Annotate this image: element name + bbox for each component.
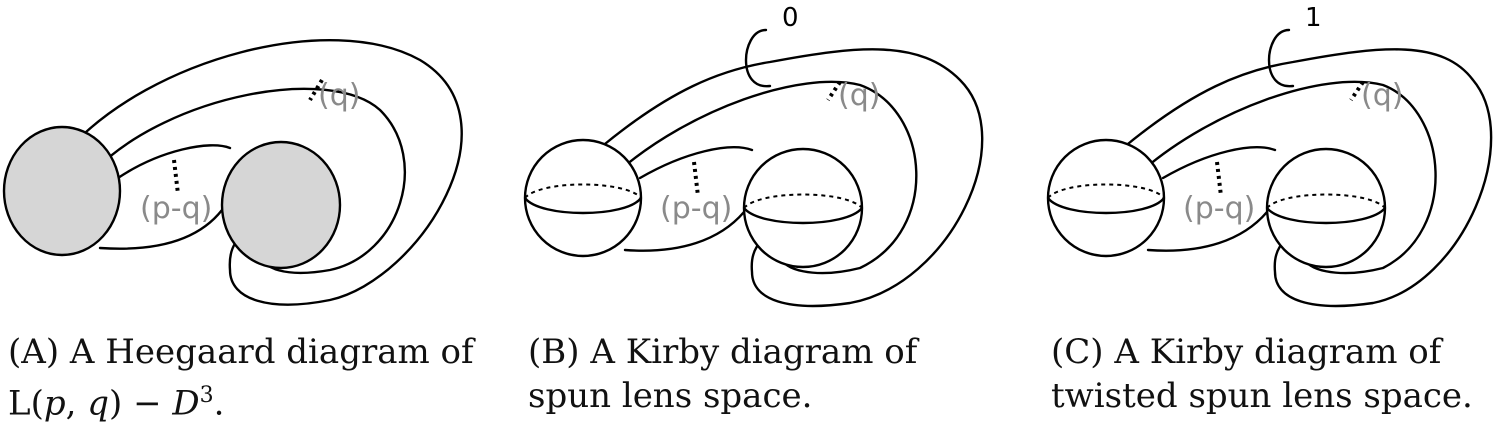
- caption-b: (B) A Kirby diagram of spun lens space.: [528, 330, 978, 418]
- framing-label: 1: [1305, 3, 1322, 33]
- caption-c: (C) A Kirby diagram of twisted spun lens…: [1051, 330, 1499, 418]
- band-outer-strand: [68, 38, 463, 306]
- caption-formula: L(p, q) − D3.: [8, 383, 225, 424]
- attaching-circle: [744, 28, 772, 88]
- heegaard-diagram-figure: (q) (p-q): [2, 38, 463, 306]
- band-middle-strand-bottom: [623, 210, 746, 252]
- strand-count-label-top: (q): [1361, 78, 1403, 113]
- strand-count-label-mid: (p-q): [1183, 191, 1255, 226]
- band-middle-strand-top: [1161, 146, 1277, 180]
- band-outer-strand: [1121, 48, 1493, 308]
- caption-tag: (C): [1051, 332, 1104, 372]
- band-inner-strand: [1141, 80, 1437, 275]
- ball-right: [742, 147, 864, 269]
- band-inner-strand: [618, 80, 918, 275]
- band-outer-strand: [598, 48, 984, 308]
- ball-right: [1265, 147, 1387, 269]
- dotted-marker-mid: [172, 159, 180, 195]
- caption-text: A Kirby diagram of: [1114, 332, 1442, 372]
- dotted-marker-mid: [1215, 161, 1223, 197]
- band-middle-strand-bottom: [98, 208, 224, 250]
- band-inner-strand: [93, 87, 406, 274]
- framing-label: 0: [782, 3, 799, 33]
- strand-count-label-mid: (p-q): [140, 191, 212, 226]
- panel-twisted-kirby-diagram: 1 (q) (p-q) (C) A Kirby diagram of twist…: [1043, 0, 1499, 424]
- panel-kirby-diagram: 0 (q) (p-q) (B) A Kirby diagram of spun …: [520, 0, 1020, 424]
- caption-a: (A) A Heegaard diagram of L(p, q) − D3.: [8, 330, 474, 425]
- caption-tag: (A): [8, 332, 60, 372]
- dotted-marker-mid: [692, 161, 700, 197]
- twisted-kirby-diagram-figure: 1 (q) (p-q): [1046, 3, 1493, 308]
- panel-heegaard-diagram: (q) (p-q) (A) A Heegaard diagram of L(p,…: [0, 0, 500, 424]
- kirby-diagram-figure: 0 (q) (p-q): [523, 3, 984, 308]
- caption-text: A Heegaard diagram of: [69, 332, 474, 372]
- caption-text: A Kirby diagram of: [590, 332, 918, 372]
- strand-count-label-top: (q): [838, 78, 880, 113]
- band-middle-strand-top: [116, 144, 232, 180]
- band-middle-strand-bottom: [1146, 210, 1269, 252]
- ball-left: [2, 125, 122, 257]
- strand-count-label-top: (q): [318, 78, 360, 113]
- ball-left: [523, 138, 643, 258]
- caption-text-line2: spun lens space.: [528, 376, 813, 416]
- attaching-circle: [1267, 28, 1295, 88]
- ball-left: [1046, 138, 1166, 258]
- strand-count-label-mid: (p-q): [660, 191, 732, 226]
- ball-right: [220, 140, 342, 270]
- caption-tag: (B): [528, 332, 580, 372]
- band-middle-strand-top: [638, 146, 754, 180]
- caption-text-line2: twisted spun lens space.: [1051, 376, 1473, 416]
